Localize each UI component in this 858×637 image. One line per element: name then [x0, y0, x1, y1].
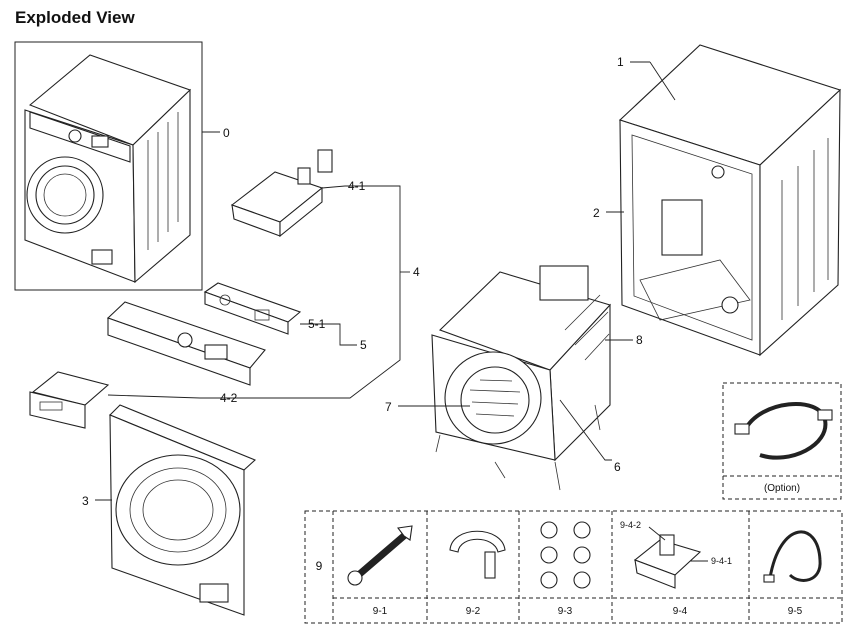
control-panel-front [107, 317, 251, 386]
spanner-ring [347, 570, 363, 586]
accessory-9-3-caps [540, 521, 591, 589]
callout-4: 4 [413, 265, 420, 279]
washer-side [132, 88, 191, 284]
hose-loop [768, 530, 822, 582]
cap-4 [573, 546, 591, 564]
drum-perforations [469, 379, 521, 417]
option-hose [743, 402, 828, 460]
part-5-1-display-pcb [203, 282, 302, 335]
part-4-1-main-pcb [230, 149, 333, 238]
option-box: (Option) [722, 382, 842, 500]
part-0-frame [14, 41, 203, 291]
front-panel-door-inner [129, 467, 227, 553]
cabinet-side [759, 88, 841, 357]
display-pcb-encoder [219, 294, 231, 306]
cap-3 [540, 546, 558, 564]
part-3-front-panel [109, 404, 257, 616]
drum-back-7 [460, 366, 530, 434]
front-panel-filter-cover [199, 583, 229, 603]
leader-4-2 [107, 272, 401, 399]
callout-9-4-2: 9-4-2 [620, 520, 641, 530]
front-panel-door-glass [142, 479, 214, 541]
spanner-handle [351, 531, 409, 582]
accessory-9-5-hose [763, 530, 822, 583]
part-5-control-panel [106, 301, 266, 386]
accessory-label-9-5: 9-5 [788, 606, 803, 617]
callout-2: 2 [593, 206, 600, 220]
accessory-label-9-2: 9-2 [466, 606, 481, 617]
callout-4-2: 4-2 [220, 391, 238, 405]
callout-3: 3 [82, 494, 89, 508]
front-panel-door-ring [115, 454, 241, 566]
leader-6 [559, 399, 612, 461]
callout-4-1: 4-1 [348, 179, 366, 193]
accessory-label-9-3: 9-3 [558, 606, 573, 617]
hose-guide-leg [484, 551, 496, 579]
callout-9: 9 [316, 559, 323, 573]
leader-5-1 [300, 323, 357, 346]
cabinet-pump [721, 296, 739, 314]
cabinet-side-ribs [781, 138, 829, 320]
option-hose-fitting-2 [817, 409, 833, 421]
accessory-9-2-hose-guide [449, 530, 506, 579]
part-1-2-cabinet [618, 44, 842, 357]
cabinet-base-frame [639, 259, 751, 321]
callout-5-1: 5-1 [308, 317, 326, 331]
washer-door-ring [35, 165, 95, 225]
option-hose-fitting-1 [734, 423, 750, 435]
callout-9-4-1: 9-4-1 [711, 556, 732, 566]
accessories-frame [304, 510, 843, 624]
accessory-9-1-spanner [347, 525, 413, 586]
callout-7: 7 [385, 400, 392, 414]
spanner-jaw [397, 525, 413, 541]
washer-door-glass [43, 173, 87, 217]
washer-side-ribs [147, 112, 179, 250]
washer-display [91, 135, 109, 148]
display-pcb-front [204, 291, 289, 335]
page-title: Exploded View [15, 8, 135, 27]
cap-2 [573, 521, 591, 539]
container-front [634, 559, 676, 589]
part-6-7-8-tub-assembly [431, 265, 612, 491]
tub-dampers [435, 404, 601, 491]
control-panel-knob [177, 332, 193, 348]
cabinet-inner-fitting [711, 165, 725, 179]
cap-5 [540, 571, 558, 589]
washer-knob [68, 129, 82, 143]
callout-0: 0 [223, 126, 230, 140]
leader-4-1 [321, 185, 401, 272]
accessories-table: 9 9-4-2 9-4-1 [304, 510, 843, 624]
option-label: (Option) [764, 483, 800, 494]
cabinet-front-opening [631, 134, 753, 341]
tub-side-ribs [564, 294, 610, 361]
callout-6: 6 [614, 460, 621, 474]
accessory-9-4-container: 9-4-2 9-4-1 [620, 520, 732, 589]
container-cap [659, 534, 675, 556]
callout-5: 5 [360, 338, 367, 352]
cap-6 [573, 571, 591, 589]
cabinet-inner-board [661, 199, 703, 256]
accessory-label-9-4: 9-4 [673, 606, 688, 617]
display-pcb-lcd [254, 309, 270, 321]
pcb-connector-1 [317, 149, 333, 173]
part-0-washer-assembly [14, 41, 203, 291]
drawer-handle [39, 401, 63, 411]
pcb-side [279, 186, 323, 238]
washer-filter-cover [91, 249, 113, 265]
pcb-connector-2 [297, 167, 311, 185]
leader-1b [649, 61, 676, 101]
callout-8: 8 [636, 333, 643, 347]
option-box-frame [722, 382, 842, 500]
hose-guide-arch [449, 530, 506, 553]
tub-top-bracket [539, 265, 589, 301]
control-panel-display [204, 344, 228, 360]
leader-9-4-2 [648, 526, 666, 541]
hose-end-1 [763, 574, 775, 583]
cap-1 [540, 521, 558, 539]
accessory-label-9-1: 9-1 [373, 606, 388, 617]
callout-1: 1 [617, 55, 624, 69]
part-4-2-detergent-drawer [29, 371, 110, 429]
